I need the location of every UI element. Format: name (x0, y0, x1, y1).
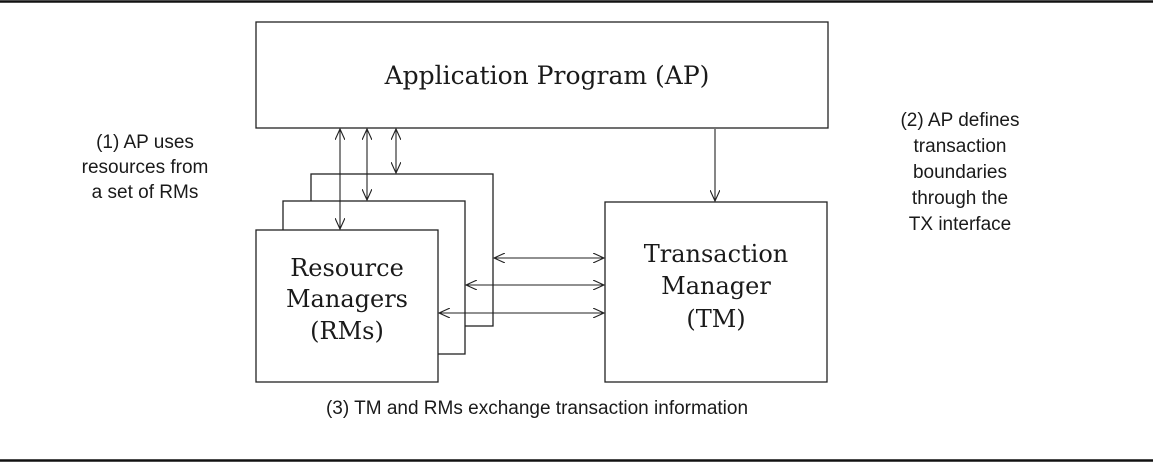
note-right-line-5: TX interface (909, 214, 1011, 235)
application-program-label: Application Program (AP) (384, 61, 710, 90)
transaction-manager-box: Transaction Manager (TM) (604, 201, 828, 383)
transaction-manager-label-line-2: Manager (661, 272, 771, 300)
resource-managers-label-line-3: (RMs) (310, 317, 384, 345)
transaction-manager-label-line-3: (TM) (686, 305, 745, 333)
resource-managers-label-line-2: Managers (286, 285, 408, 313)
note-tm-rm-exchange: (3) TM and RMs exchange transaction info… (326, 398, 748, 419)
resource-managers-box: Resource Managers (RMs) (255, 229, 439, 383)
note-ap-defines-boundaries: (2) AP defines transaction boundaries th… (900, 110, 1019, 235)
note-left-line-1: (1) AP uses (96, 132, 194, 153)
note-right-line-4: through the (912, 188, 1008, 209)
note-right-line-3: boundaries (913, 162, 1007, 183)
application-program-box: Application Program (AP) (255, 21, 829, 129)
resource-managers-label-line-1: Resource (290, 254, 404, 282)
note-ap-uses-resources: (1) AP uses resources from a set of RMs (82, 132, 209, 203)
transaction-manager-label-line-1: Transaction (644, 240, 789, 268)
note-right-line-2: transaction (914, 136, 1007, 157)
note-left-line-2: resources from (82, 157, 209, 178)
note-left-line-3: a set of RMs (92, 182, 199, 203)
note-right-line-1: (2) AP defines (900, 110, 1019, 131)
